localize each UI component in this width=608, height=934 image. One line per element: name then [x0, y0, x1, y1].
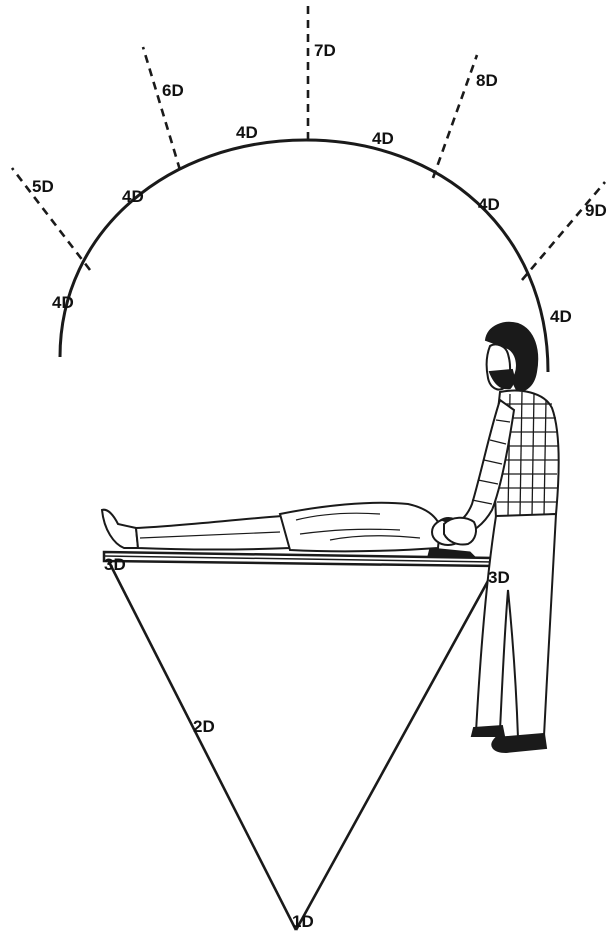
- ray-9d: [522, 182, 605, 280]
- patient-torso: [280, 503, 440, 552]
- label-triangle-side: 2D: [193, 717, 215, 736]
- convergence-triangle: [108, 560, 494, 930]
- examiner: [444, 323, 559, 752]
- label-ray-8d: 8D: [476, 71, 498, 90]
- examiner-shoe-front: [492, 734, 546, 752]
- examiner-trousers: [476, 514, 556, 738]
- label-table-left: 3D: [104, 555, 126, 574]
- viewing-arc: [60, 140, 548, 372]
- patient: [102, 503, 476, 558]
- label-arc-4d-2: 4D: [122, 187, 144, 206]
- patient-feet: [102, 510, 138, 548]
- examiner-hands: [444, 518, 476, 545]
- label-apex: 1D: [292, 912, 314, 931]
- label-arc-4d-1: 4D: [52, 293, 74, 312]
- label-arc-4d-6: 4D: [550, 307, 572, 326]
- label-arc-4d-5: 4D: [478, 195, 500, 214]
- label-ray-9d: 9D: [585, 201, 607, 220]
- dashed-rays: [12, 6, 605, 280]
- triangle-left-side: [108, 560, 296, 930]
- label-ray-7d: 7D: [314, 41, 336, 60]
- label-arc-4d-3: 4D: [236, 123, 258, 142]
- label-arc-4d-4: 4D: [372, 129, 394, 148]
- triangle-right-side: [296, 570, 494, 930]
- ray-8d: [433, 55, 477, 178]
- label-ray-6d: 6D: [162, 81, 184, 100]
- label-table-right: 3D: [488, 568, 510, 587]
- examiner-shoe-back: [472, 726, 504, 736]
- label-ray-5d: 5D: [32, 177, 54, 196]
- ray-6d: [143, 47, 180, 170]
